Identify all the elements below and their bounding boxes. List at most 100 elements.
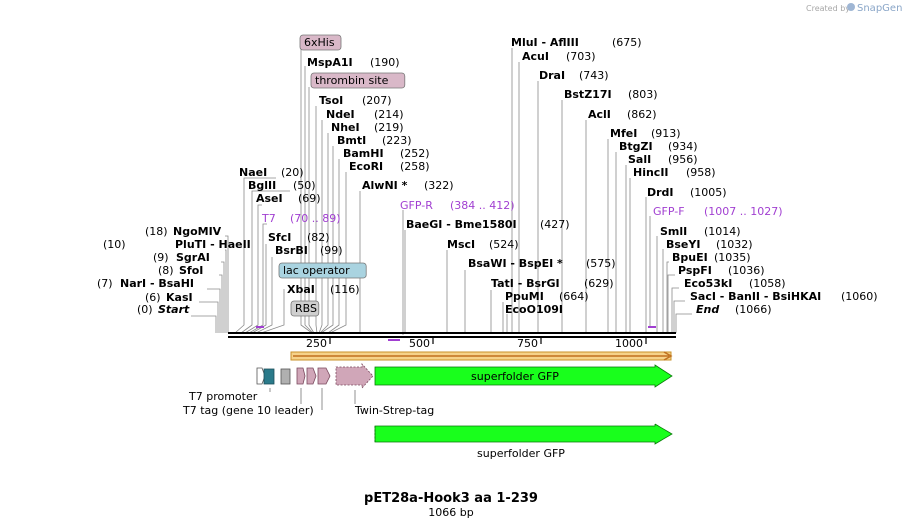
site-ppumi-name: PpuMI — [505, 290, 544, 303]
site-nhei[interactable]: NheI(219) — [331, 121, 404, 134]
site-kasi[interactable]: KasI (6) — [145, 291, 193, 304]
site-thrombin-site-label: thrombin site — [315, 74, 389, 87]
site-mspa1i-position: (190) — [370, 56, 400, 69]
site-alwni-position: (322) — [424, 179, 454, 192]
site-bamhi-position: (252) — [400, 147, 430, 160]
site-tsoi[interactable]: TsoI(207) — [319, 94, 392, 107]
site-msci[interactable]: MscI(524) — [447, 238, 519, 251]
site-end[interactable]: End(1066) — [696, 303, 772, 316]
site-start[interactable]: Start (0) — [137, 303, 190, 316]
orf-arrow-head — [663, 351, 673, 361]
primer-marks — [256, 326, 656, 341]
site-drdi[interactable]: DrdI(1005) — [647, 186, 727, 199]
site-rbs[interactable]: RBS — [290, 300, 320, 317]
site-alwni[interactable]: AlwNI *(322) — [362, 179, 454, 192]
site-bpuei[interactable]: BpuEI(1035) — [672, 251, 751, 264]
site-btgzi-name: BtgZI — [619, 140, 653, 153]
site-bsrbi-name: BsrBI — [275, 244, 308, 257]
site-bglii[interactable]: BglII(50) — [248, 179, 316, 192]
snapgene-branding: Created by SnapGene — [806, 3, 903, 14]
site-saci-banii-bsihkai-position: (1060) — [841, 290, 878, 303]
site-tsoi-position: (207) — [362, 94, 392, 107]
site-nari-bsahi-position: (7) — [97, 277, 113, 290]
site-bstz17i[interactable]: BstZ17I(803) — [564, 88, 658, 101]
site-naei[interactable]: NaeI(20) — [239, 166, 304, 179]
site-baegi-bme1580i-name: BaeGI - Bme1580I — [406, 218, 517, 231]
site-kasi-position: (6) — [145, 291, 161, 304]
site-ppumi[interactable]: PpuMI (664) — [505, 290, 589, 303]
site-acli[interactable]: AclI(862) — [588, 108, 657, 121]
site-bamhi[interactable]: BamHI(252) — [343, 147, 430, 160]
site-baegi-bme1580i[interactable]: BaeGI - Bme1580I (427) — [406, 218, 570, 231]
site-asei[interactable]: AseI(69) — [256, 192, 321, 205]
site-6xhis[interactable]: 6xHis — [299, 34, 342, 51]
site-lac-operator-label: lac operator — [283, 264, 350, 277]
site-ndei[interactable]: NdeI(214) — [326, 108, 404, 121]
site-gfp-f-name: GFP-F — [653, 205, 685, 218]
site-pluti-haeii[interactable]: PluTI - HaeII (10) — [103, 238, 251, 251]
site-xbai[interactable]: XbaI(116) — [287, 283, 360, 296]
site-eco53ki-name: Eco53kI — [684, 277, 732, 290]
site-pluti-haeii-name: PluTI - HaeII — [175, 238, 251, 251]
map-title: pET28a-Hook3 aa 1-239 — [364, 491, 538, 506]
site-sali[interactable]: SalI(956) — [628, 153, 698, 166]
site-mspa1i[interactable]: MspA1I(190) — [307, 56, 400, 69]
site-gfp-r[interactable]: GFP-R(384 .. 412) — [400, 199, 515, 212]
site-ecori[interactable]: EcoRI (258) — [349, 160, 430, 173]
site-kasi-name: KasI — [166, 291, 193, 304]
site-eco53ki-position: (1058) — [749, 277, 786, 290]
site-ngomiv[interactable]: NgoMIV(18) — [145, 225, 222, 238]
site-hincii[interactable]: HincII(958) — [633, 166, 716, 179]
site-bmti-position: (223) — [382, 134, 412, 147]
site-smli[interactable]: SmlI(1014) — [660, 225, 741, 238]
site-lac-operator[interactable]: lac operator — [278, 262, 367, 279]
t7-tag-shape — [296, 367, 306, 385]
site-baegi-bme1580i-position: (427) — [540, 218, 570, 231]
site-thrombin-site[interactable]: thrombin site — [310, 72, 406, 89]
site-start-name: Start — [158, 303, 190, 316]
site-ndei-position: (214) — [374, 108, 404, 121]
map-subtitle: 1066 bp — [428, 506, 473, 519]
site-ecori-position: (258) — [400, 160, 430, 173]
site-6xhis-label: 6xHis — [304, 36, 335, 49]
site-sgrai[interactable]: SgrAI(9) — [153, 251, 210, 264]
site-acui[interactable]: AcuI(703) — [522, 50, 596, 63]
site-pspfi[interactable]: PspFI(1036) — [678, 264, 765, 277]
site-bsawi-bspei[interactable]: BsaWI - BspEI *(575) — [468, 257, 616, 270]
site-pspfi-name: PspFI — [678, 264, 712, 277]
site-gfp-f[interactable]: GFP-F (1007 .. 1027) — [653, 205, 783, 218]
ruler-tick-label-500: 500 — [409, 337, 430, 350]
site-btgzi[interactable]: BtgZI(934) — [619, 140, 698, 153]
site-start-position: (0) — [137, 303, 153, 316]
site-nari-bsahi[interactable]: NarI - BsaHI(7) — [97, 277, 194, 290]
site-bseyi-position: (1032) — [716, 238, 753, 251]
site-sfci-position: (82) — [307, 231, 330, 244]
site-bmti[interactable]: BmtI(223) — [337, 134, 412, 147]
site-msci-position: (524) — [489, 238, 519, 251]
site-sfoi[interactable]: SfoI(8) — [158, 264, 203, 277]
site-bseyi[interactable]: BseYI(1032) — [666, 238, 753, 251]
site-bsrbi[interactable]: BsrBI(99) — [275, 244, 343, 257]
site-drai[interactable]: DraI(743) — [539, 69, 609, 82]
snapgene-brand-text: SnapGene — [857, 3, 903, 14]
site-sfci[interactable]: SfcI(82) — [268, 231, 330, 244]
site-ngomiv-name: NgoMIV — [173, 225, 222, 238]
site-ecoo109i[interactable]: EcoO109I — [505, 303, 563, 316]
site-eco53ki[interactable]: Eco53kI (1058) — [684, 277, 786, 290]
site-t7[interactable]: T7(70 .. 89) — [261, 212, 341, 225]
site-ppumi-position: (664) — [559, 290, 589, 303]
site-mlui-afliii[interactable]: MluI - AflIII(675) — [511, 36, 642, 49]
site-saci-banii-bsihkai[interactable]: SacI - BanII - BsiHKAI(1060) — [690, 290, 878, 303]
snapgene-logo-icon — [847, 3, 855, 11]
site-tati-bsrgi[interactable]: TatI - BsrGI(629) — [491, 277, 614, 290]
site-drai-name: DraI — [539, 69, 565, 82]
site-hincii-name: HincII — [633, 166, 669, 179]
his-tag-shape — [306, 367, 317, 385]
site-pluti-haeii-position: (10) — [103, 238, 126, 251]
site-mfei[interactable]: MfeI(913) — [610, 127, 681, 140]
site-ecori-name: EcoRI — [349, 160, 383, 173]
t7-promoter-shape — [256, 367, 266, 385]
site-gfp-f-position: (1007 .. 1027) — [704, 205, 783, 218]
site-nhei-position: (219) — [374, 121, 404, 134]
